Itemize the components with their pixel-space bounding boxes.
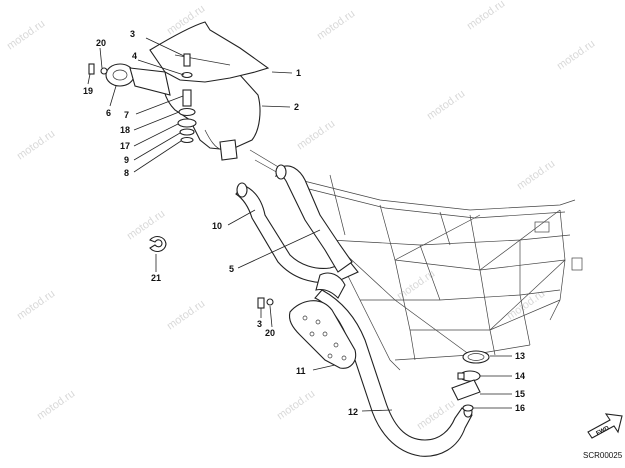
clamp-15 (451, 379, 481, 401)
leader-lines (87, 37, 512, 412)
washer-20 (100, 67, 108, 75)
drawing-code: SCR00025 (583, 451, 623, 460)
clamp-16 (462, 404, 474, 412)
fwd-arrow-icon: FWD (587, 413, 623, 439)
watermark: motod.ru (555, 38, 597, 73)
watermark: motod.ru (5, 18, 47, 53)
callout-11: 11 (296, 366, 306, 376)
callout-20-top: 20 (96, 38, 106, 48)
watermark: motod.ru (465, 0, 507, 32)
hose-10 (235, 164, 359, 284)
callout-15: 15 (515, 389, 525, 399)
watermark: motod.ru (395, 268, 437, 303)
callout-17: 17 (120, 141, 130, 151)
watermark: motod.ru (275, 388, 317, 423)
reservoir-tank (162, 62, 261, 161)
screw-3 (183, 53, 191, 67)
callout-6: 6 (106, 108, 111, 118)
callout-4: 4 (132, 51, 137, 61)
watermark: motod.ru (425, 88, 467, 123)
heat-shield-11 (288, 300, 357, 369)
callout-14: 14 (515, 371, 525, 381)
callout-10: 10 (212, 221, 222, 231)
filler-cap (105, 63, 171, 96)
spacer-7 (182, 89, 192, 107)
callout-12: 12 (348, 407, 358, 417)
lower-bolt (257, 297, 274, 309)
watermark: motod.ru (505, 288, 547, 323)
callout-8: 8 (124, 168, 129, 178)
clamp-set (451, 350, 490, 412)
callout-9: 9 (124, 155, 129, 165)
callout-13: 13 (515, 351, 525, 361)
callout-1: 1 (296, 68, 301, 78)
washer-18 (178, 107, 196, 117)
watermark: motod.ru (15, 128, 57, 163)
bolt-3-lower (257, 297, 265, 309)
callout-3-top: 3 (130, 29, 135, 39)
washer-20-lower (266, 298, 274, 306)
callout-20-bottom: 20 (265, 328, 275, 338)
callout-5: 5 (229, 264, 234, 274)
watermark: motod.ru (515, 158, 557, 193)
grommet-17 (177, 118, 197, 128)
clamp-13 (462, 350, 490, 364)
fastener-stack (88, 53, 197, 144)
callout-7: 7 (124, 110, 129, 120)
washer-8 (180, 136, 194, 144)
callout-21: 21 (151, 273, 161, 283)
callout-18: 18 (120, 125, 130, 135)
watermark: motod.ru (315, 8, 357, 43)
callout-16: 16 (515, 403, 525, 413)
callouts: 3 20 4 1 19 6 2 7 18 17 9 8 10 5 21 3 20… (83, 29, 525, 417)
watermark: motod.ru (295, 118, 337, 153)
watermark: motod.ru (15, 288, 57, 323)
callout-19: 19 (83, 86, 93, 96)
bolt-19 (88, 63, 95, 75)
watermark: motod.ru (165, 298, 207, 333)
callout-3-bottom: 3 (257, 319, 262, 329)
clip-21 (149, 235, 167, 253)
washer-4 (181, 71, 193, 79)
watermark: motod.ru (35, 388, 77, 423)
callout-2: 2 (294, 102, 299, 112)
bush-9 (179, 128, 195, 136)
